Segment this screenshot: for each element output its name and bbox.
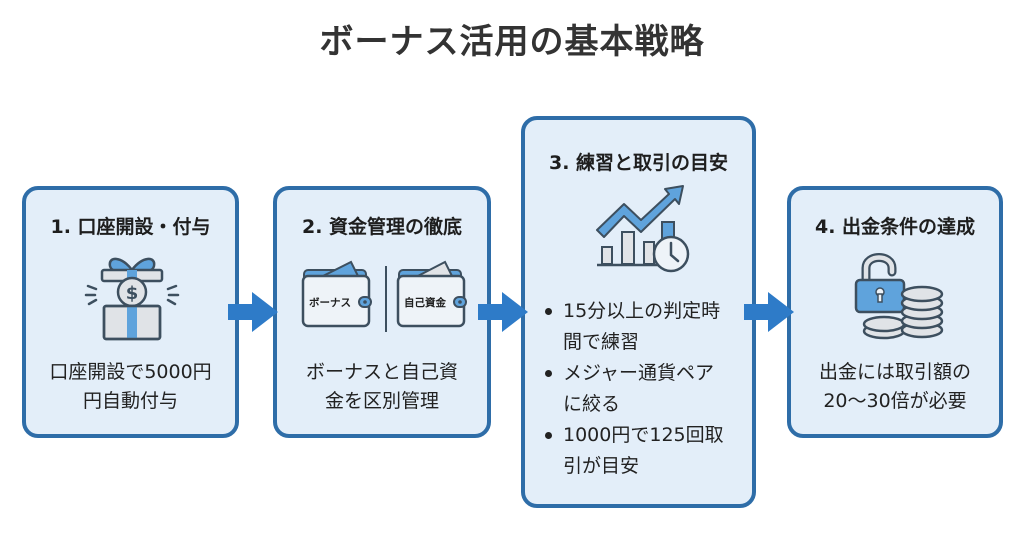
unlock-coins-icon (854, 253, 944, 340)
step-title: 1. 口座開設・付与 (50, 216, 211, 238)
diagram-title: ボーナス活用の基本戦略 (319, 22, 705, 62)
description-line: 出金には取引額の (818, 361, 971, 383)
chart-clock-icon (596, 185, 690, 273)
arrow-right-icon (228, 292, 278, 332)
bullet-list: 15分以上の判定時 間で練習 メジャー通貨ペア に絞る 1000円で125回取 … (541, 296, 751, 482)
step-card-3: 3. 練習と取引の目安 15分以上の判定時 間で練習 メジャー通貨ペア に絞る … (521, 116, 756, 508)
step-title: 4. 出金条件の達成 (814, 216, 976, 238)
wallet-label: ボーナス (309, 296, 351, 309)
description-line: ボーナスと自己資 (305, 361, 458, 383)
own-funds-wallet-icon: 自己資金 (396, 260, 467, 328)
step-title: 3. 練習と取引の目安 (548, 152, 729, 174)
step-description: 口座開設で5000円 円自動付与 (26, 358, 235, 416)
step-description: 出金には取引額の 20〜30倍が必要 (791, 358, 999, 416)
step-card-2: 2. 資金管理の徹底 ボーナス 自己資金 ボーナスと自己資 金を区別管理 (273, 186, 491, 438)
svg-text:$: $ (126, 283, 139, 304)
step-title: 2. 資金管理の徹底 (301, 216, 463, 238)
bullet-item: メジャー通貨ペア に絞る (541, 358, 751, 420)
bullet-line: 間で練習 (563, 331, 640, 353)
step-card-4: 4. 出金条件の達成 出金には取引額の 20〜30倍が必要 (787, 186, 1003, 438)
bullet-line: に絞る (563, 393, 621, 415)
arrow-right-icon (478, 292, 528, 332)
bullet-line: 1000円で125回取 (563, 424, 724, 446)
gift-money-icon: $ (84, 257, 180, 341)
description-line: 円自動付与 (82, 390, 178, 412)
bullet-line: メジャー通貨ペア (563, 362, 715, 384)
bullet-item: 1000円で125回取 引が目安 (541, 420, 751, 482)
bullet-item: 15分以上の判定時 間で練習 (541, 296, 751, 358)
description-line: 金を区別管理 (324, 390, 439, 412)
description-line: 20〜30倍が必要 (823, 390, 967, 412)
bonus-wallet-icon: ボーナス (301, 260, 372, 328)
bullet-line: 引が目安 (563, 455, 640, 477)
step-description: ボーナスと自己資 金を区別管理 (277, 358, 487, 416)
description-line: 口座開設で5000円 (49, 361, 212, 383)
bullet-line: 15分以上の判定時 (563, 300, 721, 322)
wallets-icon: ボーナス 自己資金 (301, 260, 467, 332)
arrow-right-icon (744, 292, 794, 332)
wallet-label: 自己資金 (404, 296, 446, 309)
step-card-1: 1. 口座開設・付与 $ 口座開設で5000円 円自動付与 (22, 186, 239, 438)
